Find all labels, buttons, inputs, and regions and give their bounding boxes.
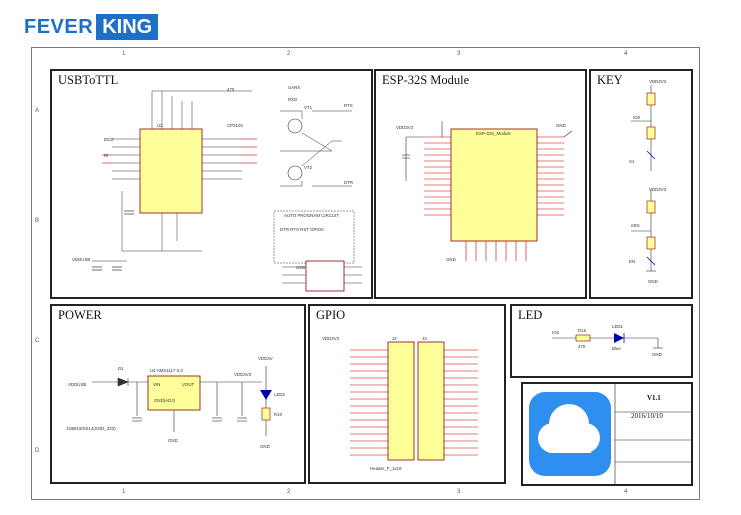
svg-text:VDD3V3: VDD3V3 — [322, 336, 340, 341]
svg-text:RI: RI — [104, 153, 108, 158]
col-label-2-bottom: 2 — [287, 489, 291, 495]
svg-text:DCD: DCD — [104, 137, 114, 142]
svg-text:UARX: UARX — [288, 85, 300, 90]
svg-text:GND: GND — [260, 444, 270, 449]
power-title: POWER — [58, 308, 102, 322]
led-schematic: IO2 R16 470 LED1 Blue GND — [552, 324, 663, 357]
row-label-b: B — [35, 218, 40, 224]
svg-text:R16: R16 — [578, 328, 587, 333]
svg-text:GND: GND — [648, 279, 658, 284]
svg-text:VDD3V3: VDD3V3 — [396, 125, 414, 130]
svg-text:GND: GND — [446, 257, 456, 262]
svg-text:U4 AMS1117-3.3: U4 AMS1117-3.3 — [150, 368, 183, 373]
title-block-lines — [614, 384, 691, 484]
esp32s-schematic: ESP-32S_Module VDD3V3 GND GND — [396, 121, 573, 262]
svg-text:ESP-32S_Module: ESP-32S_Module — [476, 131, 511, 136]
version-label: V1.1 — [647, 394, 661, 402]
date-label: 2016/10/10 — [631, 412, 663, 420]
row-label-d: D — [35, 448, 40, 454]
svg-text:R10: R10 — [274, 412, 283, 417]
svg-text:RTS: RTS — [344, 103, 353, 108]
led-title: LED — [518, 308, 543, 322]
svg-text:DTR: DTR — [344, 180, 353, 185]
led-panel: LED IO2 R16 470 LED1 Blue GND — [510, 304, 693, 378]
gpio-schematic: VDD3V3 J2 J3 Header_F_1x19 — [322, 336, 478, 471]
svg-text:J2: J2 — [392, 336, 397, 341]
svg-text:U2: U2 — [157, 123, 163, 128]
cloud-logo — [529, 392, 611, 476]
power-schematic: VIN VOUT GND(ADJ) U4 AMS1117-3.3 VDDUSB … — [66, 356, 286, 449]
svg-text:VDD3V3: VDD3V3 — [234, 372, 252, 377]
svg-text:VIN: VIN — [153, 382, 160, 387]
col-label-4-bottom: 4 — [624, 489, 628, 495]
key-panel: KEY VDD3V3 IO0 S1 VDD3V3 nEN EN GND — [589, 69, 693, 299]
brand-logo: FEVER KING — [24, 14, 159, 40]
svg-text:470: 470 — [227, 87, 235, 92]
svg-text:VT2: VT2 — [304, 165, 313, 170]
row-label-c: C — [35, 338, 40, 344]
cloud-icon — [538, 404, 600, 453]
svg-text:VDD3V3: VDD3V3 — [649, 79, 667, 84]
usb-to-ttl-panel: USBToTTL — [50, 69, 373, 299]
col-label-1-bottom: 1 — [122, 489, 126, 495]
svg-text:VDD3V: VDD3V — [258, 356, 273, 361]
row-label-a: A — [35, 108, 40, 114]
svg-text:USB: USB — [296, 265, 305, 270]
svg-text:RXD: RXD — [288, 97, 297, 102]
svg-text:VT1: VT1 — [304, 105, 313, 110]
col-label-3: 3 — [457, 51, 461, 57]
svg-text:D1: D1 — [118, 366, 124, 371]
gpio-panel: GPIO VDD3V3 — [308, 304, 506, 484]
svg-text:IO0: IO0 — [633, 115, 641, 120]
svg-text:1N5819/SS14(SOD_323): 1N5819/SS14(SOD_323) — [66, 426, 116, 431]
key-title: KEY — [597, 73, 623, 87]
svg-text:S1: S1 — [629, 159, 635, 164]
svg-text:nEN: nEN — [631, 223, 640, 228]
svg-text:GND: GND — [556, 123, 566, 128]
svg-text:GND(ADJ): GND(ADJ) — [154, 398, 176, 403]
svg-text:CP2102: CP2102 — [227, 123, 243, 128]
svg-text:VDDUSB: VDDUSB — [72, 257, 90, 262]
svg-text:GND: GND — [652, 352, 662, 357]
esp32s-module-panel: ESP-32S Module — [374, 69, 587, 299]
col-label-3-bottom: 3 — [457, 489, 461, 495]
svg-text:AUTO PROGRAM CIRCUIT: AUTO PROGRAM CIRCUIT — [284, 213, 339, 218]
svg-text:VDDUSB: VDDUSB — [68, 382, 86, 387]
usb-to-ttl-schematic: U2 CP2102 470 UARX RXD VT1 VT2 RTS DTR A… — [72, 85, 362, 292]
key-schematic: VDD3V3 IO0 S1 VDD3V3 nEN EN GND — [629, 79, 667, 284]
svg-text:Blue: Blue — [612, 346, 621, 351]
logo-text-king: KING — [96, 14, 159, 40]
svg-text:DTR RTS RST GPIO0: DTR RTS RST GPIO0 — [280, 227, 324, 232]
col-label-2: 2 — [287, 51, 291, 57]
svg-text:VDD3V3: VDD3V3 — [649, 187, 667, 192]
col-label-4: 4 — [624, 51, 628, 57]
gpio-title: GPIO — [316, 308, 346, 322]
power-panel: POWER VIN VOUT GND(ADJ) — [50, 304, 306, 484]
svg-text:LED2: LED2 — [274, 392, 286, 397]
col-label-1: 1 — [122, 51, 126, 57]
usb-to-ttl-title: USBToTTL — [58, 73, 119, 87]
svg-text:GND: GND — [168, 438, 178, 443]
logo-text-fever: FEVER — [24, 15, 94, 38]
svg-text:EN: EN — [629, 259, 635, 264]
svg-text:J3: J3 — [422, 336, 427, 341]
svg-text:LED1: LED1 — [612, 324, 624, 329]
svg-text:Header_F_1x19: Header_F_1x19 — [370, 466, 402, 471]
svg-text:470: 470 — [578, 344, 586, 349]
svg-text:IO2: IO2 — [552, 330, 560, 335]
svg-text:VOUT: VOUT — [182, 382, 195, 387]
esp32s-module-title: ESP-32S Module — [382, 73, 470, 87]
